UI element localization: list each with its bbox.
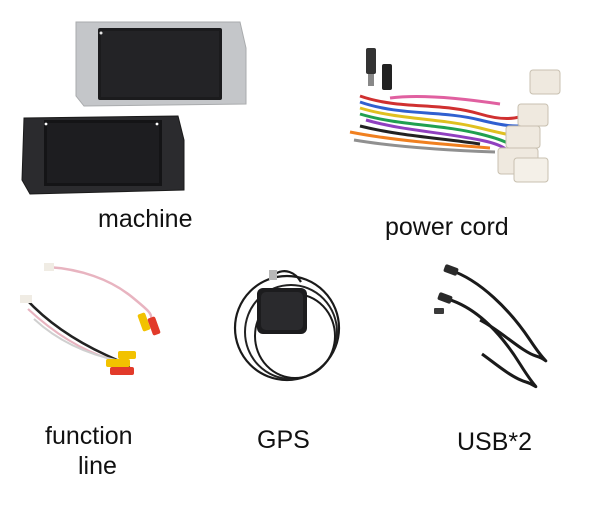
wiring-harness-photo [349,48,561,183]
power-cord-label: power cord [385,213,509,241]
gps-antenna-photo [233,270,341,382]
machine-label: machine [98,205,193,233]
function-line-label-line2: line [78,452,117,480]
function-line-label-line1: function [45,422,133,450]
rca-cable-photo [20,263,161,375]
car-stereo-units-photo [21,21,247,195]
gps-label: GPS [257,426,310,454]
usb-group: USB*2 [420,260,580,480]
machine-group: machine [0,0,280,250]
function-line-group: function line [0,255,200,485]
gps-group: GPS [225,260,375,480]
usb-label: USB*2 [457,428,533,456]
usb-cables-photo [434,264,548,388]
power-cord-group: power cord [330,40,580,250]
